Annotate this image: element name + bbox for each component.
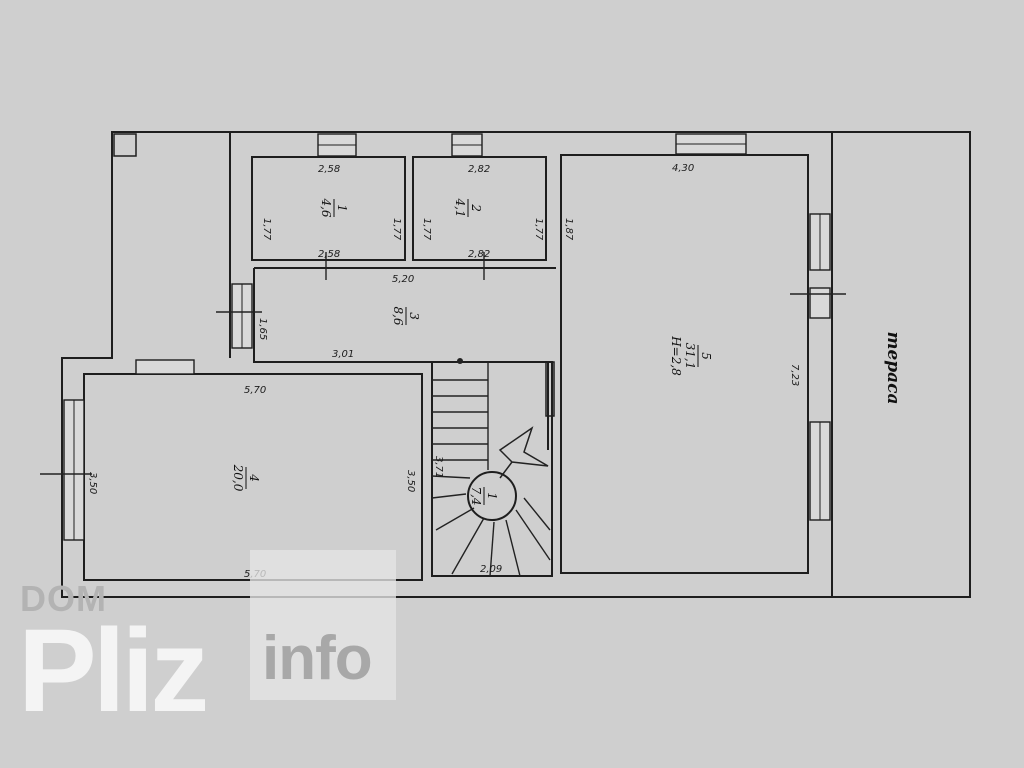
svg-text:1: 1 bbox=[335, 204, 349, 212]
dim-r5-right: 7,23 bbox=[789, 364, 800, 386]
room-1-label: 1 4,6 bbox=[319, 197, 349, 217]
watermark-box bbox=[250, 550, 396, 700]
dim-stair-side: 3,71 bbox=[433, 456, 444, 478]
dim-r2-bottom: 2,82 bbox=[468, 249, 490, 260]
stair-arrow-icon bbox=[498, 426, 549, 479]
dim-r5-left: 1,87 bbox=[563, 218, 574, 241]
stair-rail bbox=[545, 361, 555, 417]
svg-text:5: 5 bbox=[699, 352, 713, 360]
dim-r2-top: 2,82 bbox=[468, 164, 490, 175]
room-2-walls bbox=[412, 156, 547, 261]
terrace-label: тераса bbox=[883, 331, 903, 404]
dim-r2-left: 1,77 bbox=[421, 218, 432, 241]
dim-r1-bottom: 2,58 bbox=[318, 249, 340, 260]
room-5-walls bbox=[560, 154, 809, 574]
dim-r4-top: 5,70 bbox=[244, 385, 266, 396]
stair-walls bbox=[431, 361, 553, 577]
room-1-walls bbox=[251, 156, 406, 261]
svg-text:3: 3 bbox=[407, 312, 421, 320]
svg-text:4,6: 4,6 bbox=[319, 197, 333, 217]
stair-treads bbox=[431, 362, 551, 577]
svg-text:20,0: 20,0 bbox=[231, 464, 245, 492]
stair-label-circle bbox=[467, 471, 517, 521]
svg-text:7,4: 7,4 bbox=[469, 486, 483, 505]
dim-r1-right: 1,77 bbox=[391, 218, 402, 241]
dim-r4-right: 3,50 bbox=[405, 470, 416, 492]
svg-text:31,1: 31,1 bbox=[683, 343, 697, 370]
dim-r3-bottom: 3,01 bbox=[332, 349, 354, 360]
dim-r3-top: 5,20 bbox=[392, 274, 414, 285]
corner-box bbox=[113, 133, 137, 157]
axis-marks bbox=[40, 252, 846, 475]
room-3-label: 3 8,6 bbox=[391, 306, 421, 325]
left-block bbox=[112, 131, 231, 358]
dim-r4-left: 3,50 bbox=[87, 472, 98, 494]
room-2-label: 2 4,1 bbox=[453, 197, 483, 217]
room-5-label: 5 31,1 H=2,8 bbox=[669, 335, 713, 376]
dim-r5-top: 4,30 bbox=[672, 163, 694, 174]
room-3-walls bbox=[253, 267, 556, 363]
svg-text:8,6: 8,6 bbox=[391, 306, 405, 325]
dim-r1-top: 2,58 bbox=[318, 164, 340, 175]
window-mullions bbox=[73, 143, 821, 540]
outer-wall bbox=[61, 131, 971, 598]
stair-newel bbox=[457, 358, 463, 364]
dim-r1-left: 1,77 bbox=[261, 218, 272, 241]
svg-text:2: 2 bbox=[469, 203, 483, 212]
watermark-pliz: Pliz bbox=[18, 605, 209, 737]
svg-text:H=2,8: H=2,8 bbox=[669, 335, 683, 376]
dim-r2-right: 1,77 bbox=[533, 218, 544, 241]
svg-text:4: 4 bbox=[247, 473, 261, 482]
watermark-dom: DOM bbox=[20, 578, 107, 619]
stair-label: 1 7,4 bbox=[469, 486, 499, 505]
svg-text:4,1: 4,1 bbox=[453, 197, 467, 217]
watermark-info: info bbox=[262, 624, 373, 693]
svg-text:1: 1 bbox=[485, 492, 499, 500]
room-4-label: 4 20,0 bbox=[231, 464, 261, 492]
dim-stair-bottom: 2,09 bbox=[480, 564, 502, 575]
dim-r3-left: 1,65 bbox=[257, 318, 268, 340]
